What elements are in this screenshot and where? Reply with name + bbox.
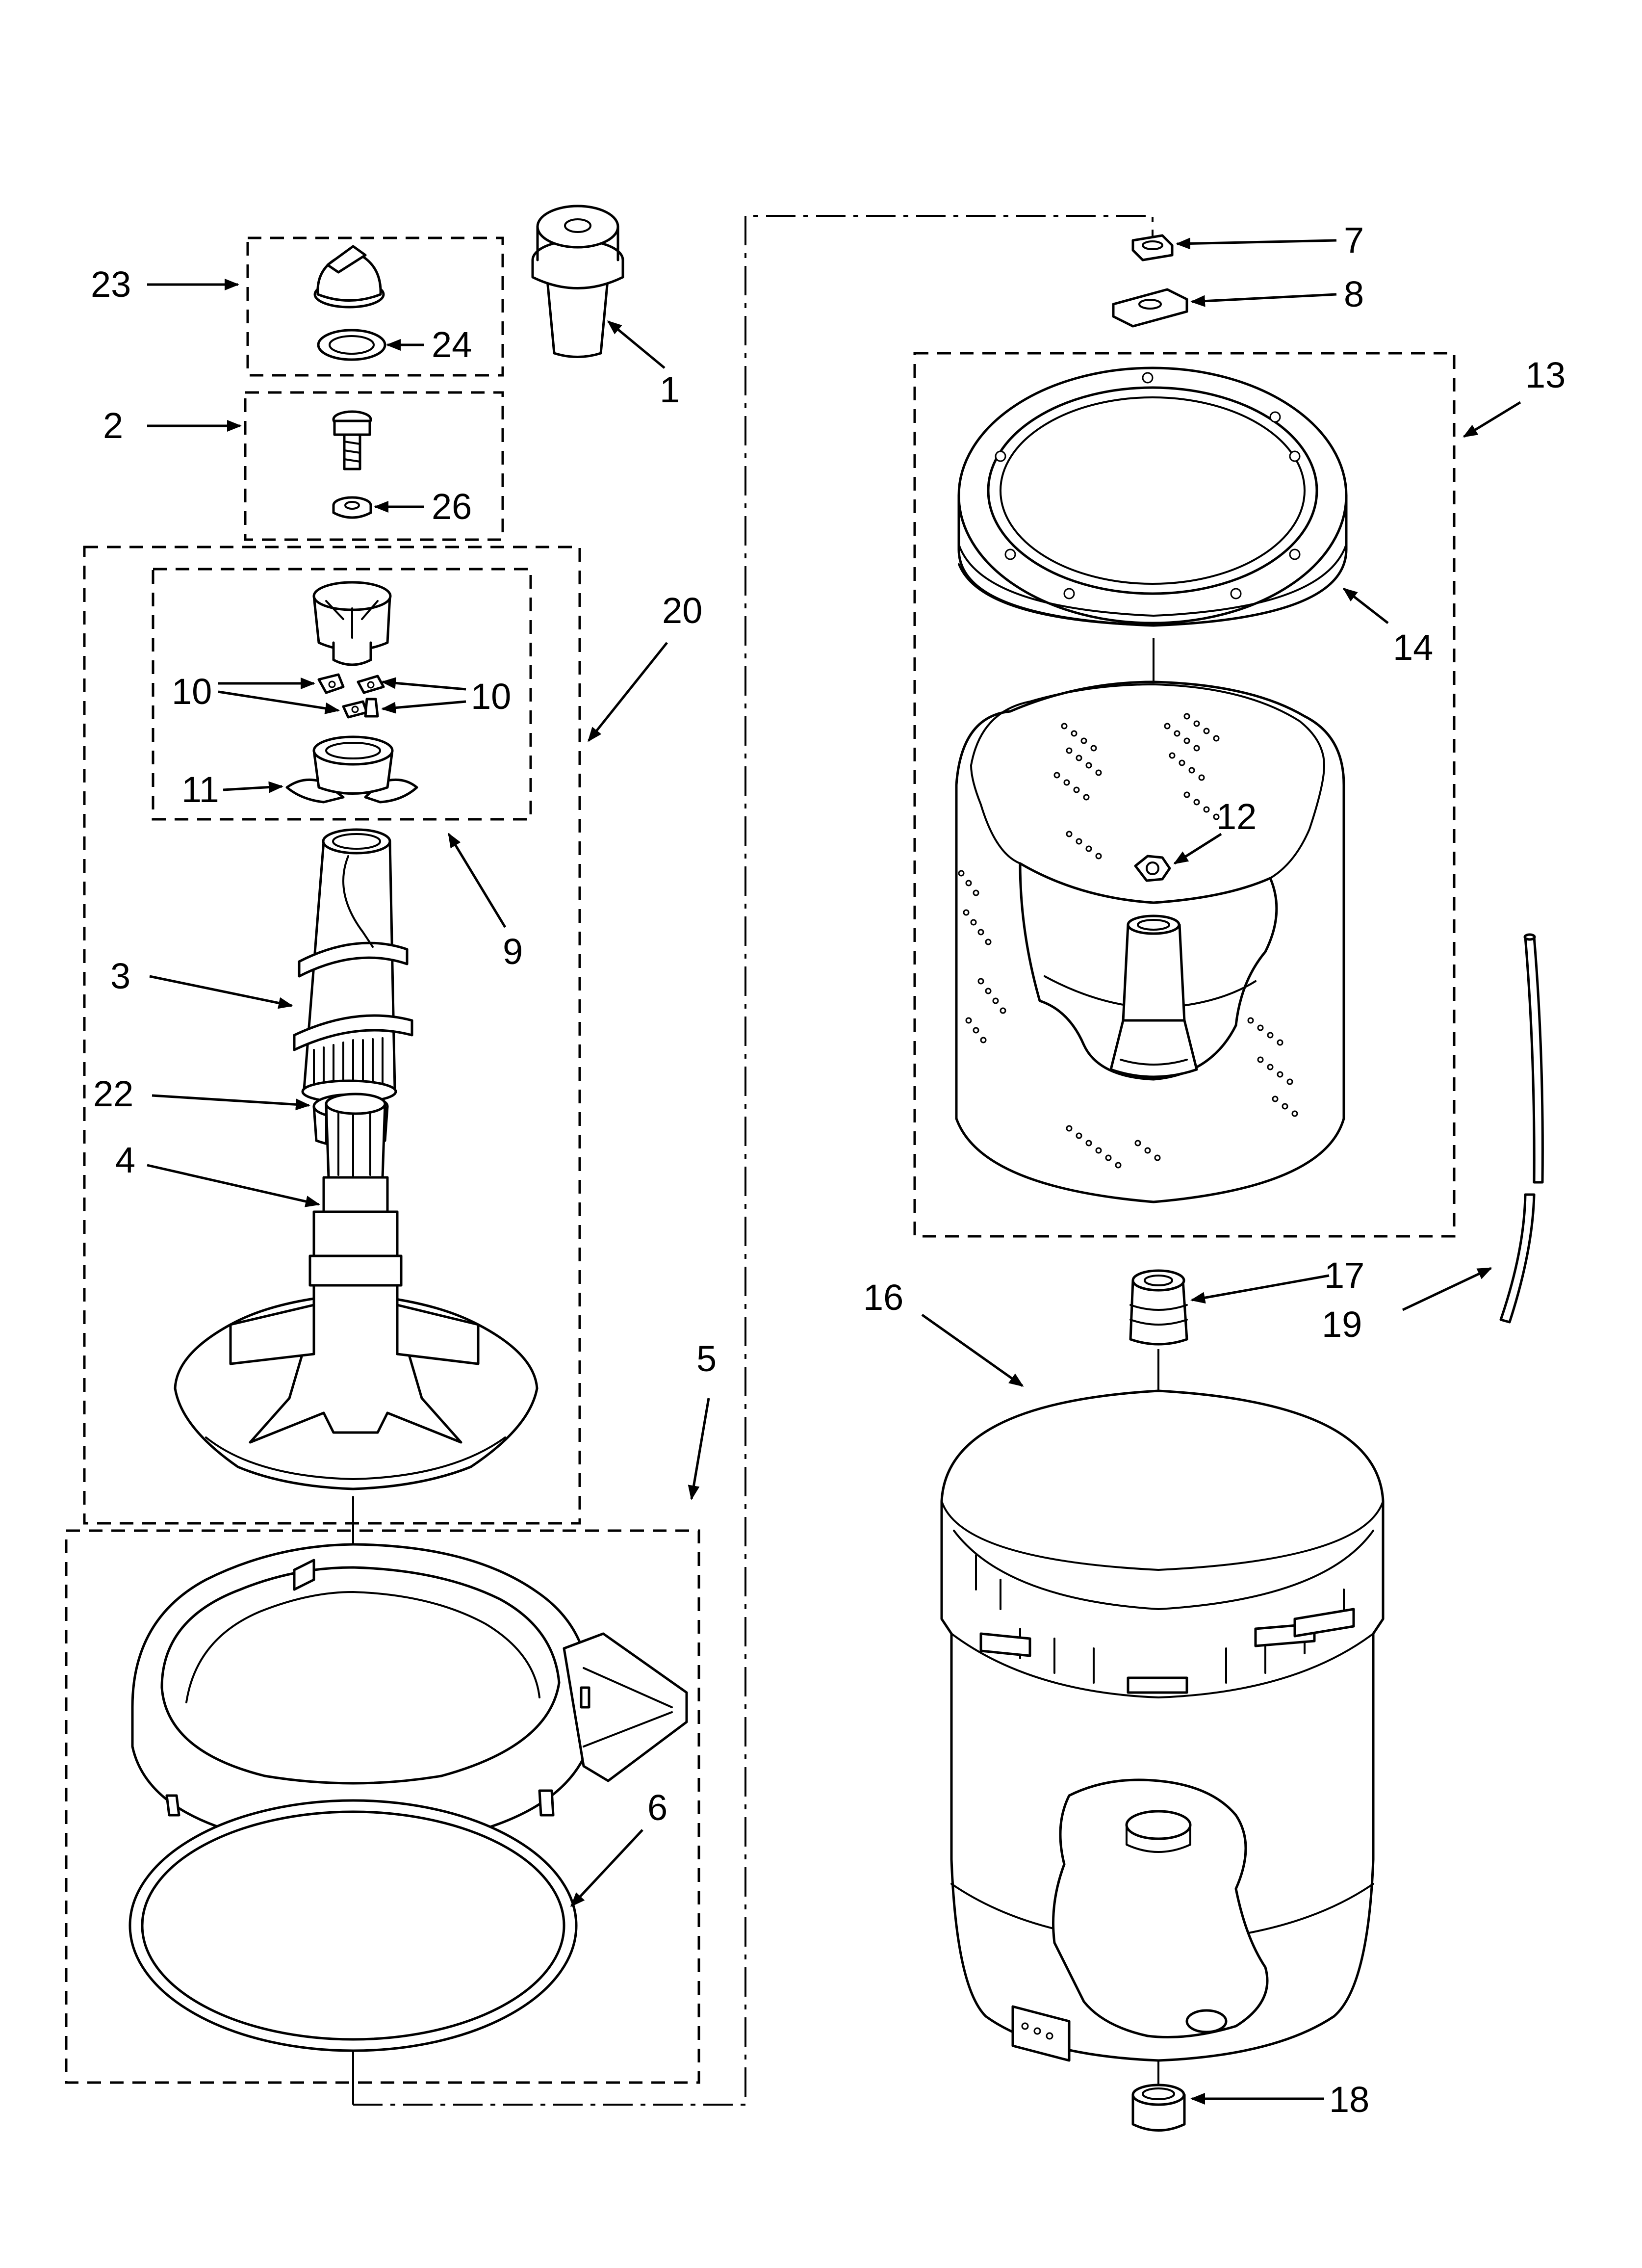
callout-5: 5 bbox=[696, 1338, 717, 1379]
part-14-balance-ring bbox=[957, 366, 1348, 627]
callout-13: 13 bbox=[1525, 355, 1565, 395]
callout-4: 4 bbox=[115, 1140, 135, 1180]
callout-23: 23 bbox=[91, 264, 131, 305]
part-6-tub-ring-seal bbox=[128, 1799, 578, 2052]
part-23-agitator-cap bbox=[313, 245, 385, 309]
group-box-9 bbox=[152, 568, 532, 821]
part-24-seal-ring bbox=[317, 329, 386, 361]
callout-20: 20 bbox=[662, 590, 702, 631]
part-3-agitator-auger bbox=[293, 828, 413, 1104]
part-26-washer bbox=[332, 496, 372, 519]
part-11-cam-ring bbox=[285, 735, 418, 804]
part-19-hose bbox=[1499, 933, 1544, 1324]
part-17-bearing bbox=[1129, 1269, 1188, 1346]
part-13-wash-basket bbox=[955, 680, 1345, 1203]
callout-22: 22 bbox=[93, 1073, 133, 1114]
callout-1: 1 bbox=[660, 369, 680, 410]
callout-9: 9 bbox=[503, 931, 523, 972]
part-18-grommet bbox=[1131, 2084, 1186, 2132]
group-box-13 bbox=[913, 352, 1456, 1238]
group-box-5 bbox=[65, 1529, 700, 2084]
part-9-agitator-cam-top bbox=[312, 581, 392, 666]
part-8-bracket bbox=[1112, 288, 1188, 328]
callout-12: 12 bbox=[1216, 796, 1257, 837]
callout-19: 19 bbox=[1322, 1304, 1362, 1345]
callout-17: 17 bbox=[1324, 1255, 1364, 1296]
part-7-clip bbox=[1131, 234, 1174, 261]
callout-7: 7 bbox=[1344, 220, 1364, 261]
callout-24: 24 bbox=[432, 324, 472, 365]
part-4-agitator-base bbox=[174, 1093, 539, 1490]
part-2-agitator-bolt bbox=[332, 410, 372, 470]
callout-3: 3 bbox=[110, 956, 130, 996]
callout-16: 16 bbox=[863, 1277, 903, 1318]
dash-dot-connector-line bbox=[353, 215, 1154, 2106]
part-5-tub-ring bbox=[131, 1543, 688, 1880]
callout-8: 8 bbox=[1344, 274, 1364, 314]
leader-lines bbox=[147, 237, 1521, 2105]
part-12-drive-nut bbox=[1134, 855, 1171, 882]
group-box-23 bbox=[246, 236, 504, 377]
part-1-softener-dispenser bbox=[531, 205, 624, 358]
callout-26: 26 bbox=[432, 486, 472, 527]
callout-18: 18 bbox=[1329, 2079, 1369, 2120]
part-16-outer-tub bbox=[940, 1389, 1385, 2062]
callout-labels: 23 24 1 2 26 20 10 10 11 9 3 22 4 5 6 7 … bbox=[91, 220, 1565, 2120]
basket-perforations bbox=[958, 713, 1298, 1169]
callout-14: 14 bbox=[1393, 627, 1433, 668]
group-box-20 bbox=[83, 546, 581, 1525]
part-10-dogs bbox=[317, 673, 385, 719]
callout-2: 2 bbox=[103, 405, 123, 446]
callout-6: 6 bbox=[647, 1787, 667, 1828]
callout-10-left: 10 bbox=[172, 671, 212, 712]
callout-11: 11 bbox=[181, 769, 219, 810]
callout-10-right: 10 bbox=[471, 676, 511, 717]
group-box-2 bbox=[244, 391, 504, 541]
